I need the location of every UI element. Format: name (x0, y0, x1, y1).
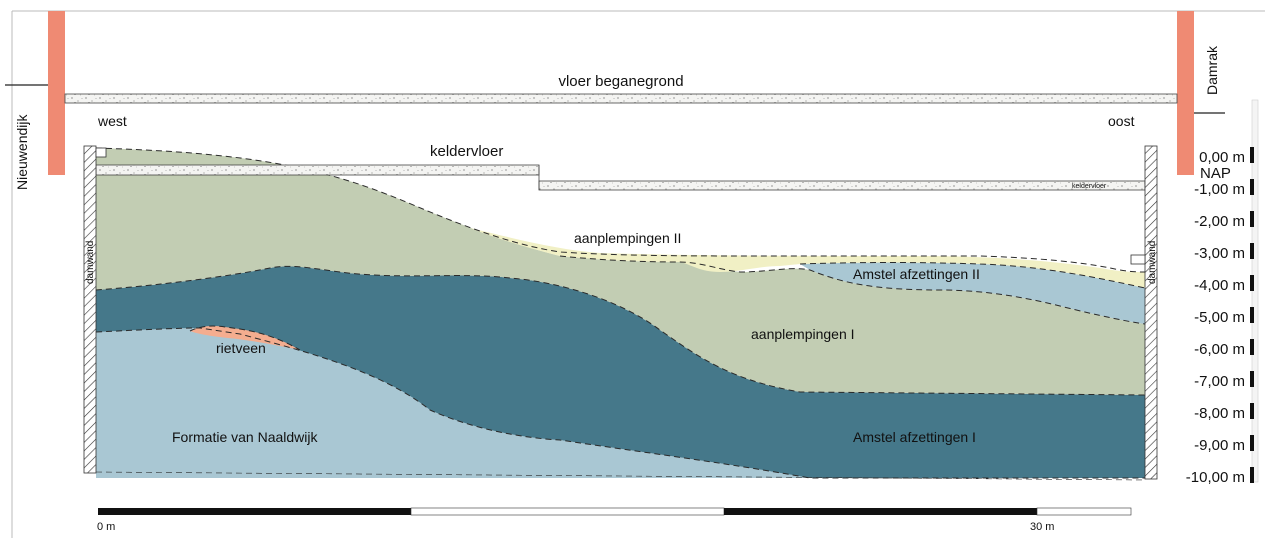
depth-tick-label: -8,00 m (1194, 405, 1245, 422)
depth-tick-label: -6,00 m (1194, 341, 1245, 358)
label-sheet-pile-right: damwand (1147, 241, 1158, 284)
depth-scale-nap-label: NAP (1200, 165, 1231, 182)
depth-tick-label: -7,00 m (1194, 373, 1245, 390)
label-amstel-afzettingen-i: Amstel afzettingen I (853, 429, 976, 445)
label-aanplempingen-ii: aanplempingen II (574, 230, 681, 246)
boundary-surface (95, 147, 1146, 273)
depth-tick-mark (1250, 307, 1254, 323)
scale-bar-end-label: 30 m (1030, 521, 1054, 533)
label-cellar-floor: keldervloer (430, 143, 503, 160)
label-rietveen: rietveen (216, 340, 266, 356)
depth-tick-label: -2,00 m (1194, 213, 1245, 230)
cellar-floor-slab-west (95, 164, 540, 176)
depth-tick-mark (1250, 211, 1254, 227)
depth-tick-mark (1250, 403, 1254, 419)
label-amstel-afzettingen-ii: Amstel afzettingen II (853, 266, 980, 282)
sheet-pile-wall-left (83, 145, 97, 474)
boundary-amstel-i-top (95, 265, 1146, 396)
depth-tick-mark (1250, 371, 1254, 387)
label-street-right: Damrak (1204, 45, 1220, 95)
layer-aanplempingen-ii (470, 228, 1145, 288)
anchor-box-right (1130, 254, 1146, 265)
sheet-pile-wall-right (1144, 145, 1158, 480)
depth-tick-mark (1250, 435, 1254, 451)
layer-rietveen (190, 326, 300, 350)
layer-amstel-afzettingen-ii (800, 262, 1145, 324)
label-west: west (97, 113, 127, 129)
scale-bar-segment-4 (1036, 507, 1132, 516)
label-aanplempingen-i: aanplempingen I (751, 326, 855, 342)
depth-tick-mark (1250, 243, 1254, 259)
layer-aanplempingen-i (96, 148, 1145, 395)
label-floor-ground: vloer beganegrond (558, 73, 683, 90)
depth-tick-mark (1250, 275, 1254, 291)
label-street-left: Nieuwendijk (14, 114, 30, 190)
anchor-box-left (95, 147, 107, 158)
scale-bar-segment-1 (98, 508, 411, 515)
scale-bar-segment-2 (410, 507, 725, 516)
depth-tick-label: -4,00 m (1194, 277, 1245, 294)
depth-tick-label: 0,00 m (1199, 149, 1245, 166)
layer-amstel-afzettingen-i (96, 266, 1145, 478)
boundary-amstel-ii-top (799, 262, 1146, 289)
boundary-aanplempingen-ii-base (559, 255, 1146, 325)
street-bar-right (1177, 11, 1194, 175)
label-formatie-van-naaldwijk: Formatie van Naaldwijk (172, 429, 318, 445)
depth-tick-mark (1250, 179, 1254, 195)
boundary-rietveen (189, 325, 301, 351)
scale-bar-start-label: 0 m (97, 521, 115, 533)
depth-tick-label: -3,00 m (1194, 245, 1245, 262)
depth-scale: NAP 0,00 m -1,00 m -2,00 m -3,00 m -4,00 m -5… (1186, 99, 1259, 486)
ground-floor-slab (64, 93, 1178, 104)
scale-bar-segment-3 (724, 508, 1037, 515)
scale-bar: 0 m 30 m (97, 507, 1132, 533)
boundary-naaldwijk-top (95, 327, 1145, 479)
label-sheet-pile-left: damwand (85, 241, 96, 284)
label-cellar-floor-small: keldervloer (1072, 183, 1107, 190)
depth-tick-mark (1250, 467, 1254, 483)
depth-tick-label: -5,00 m (1194, 309, 1245, 326)
boundary-base (95, 471, 1146, 481)
depth-tick-label: -1,00 m (1194, 181, 1245, 198)
layer-formatie-van-naaldwijk (96, 328, 840, 478)
depth-tick-label: -9,00 m (1194, 437, 1245, 454)
street-bar-left (48, 11, 65, 175)
label-east: oost (1108, 113, 1135, 129)
depth-tick-mark (1250, 339, 1254, 355)
cellar-floor-slab-east (538, 180, 1146, 191)
depth-tick-mark (1250, 147, 1254, 163)
depth-tick-label: -10,00 m (1186, 469, 1245, 486)
